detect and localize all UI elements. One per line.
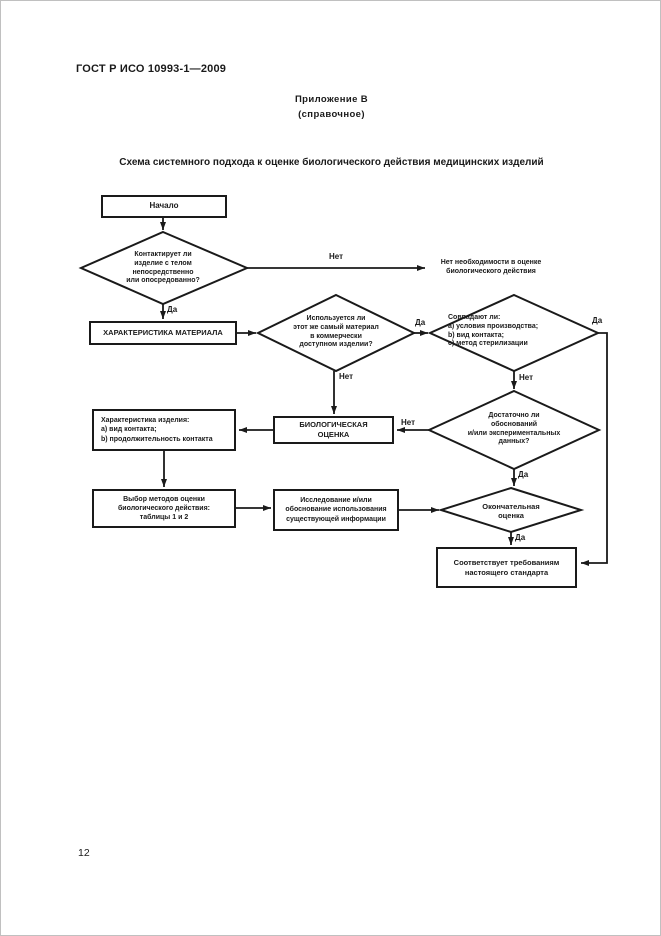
edge-label-enough-yes: Да [518, 470, 529, 479]
node-complies-standard: Соответствует требованиям настоящего ста… [436, 547, 577, 588]
text-no-evaluation-needed: Нет необходимости в оценке биологическог… [440, 259, 542, 276]
annex-note: (справочное) [298, 109, 365, 120]
standard-designation: ГОСТ Р ИСО 10993-1—2009 [76, 63, 227, 75]
page-number: 12 [78, 847, 90, 859]
connector-lines [160, 218, 608, 566]
decision-same-material-question: Используется ли этот же самый материал в… [293, 315, 379, 349]
decision-final-assessment: Окончательная оценка [482, 502, 540, 521]
decision-match-question: Совпадают ли: a) условия производства; b… [448, 314, 539, 348]
node-select-methods: Выбор методов оценки биологического дейс… [92, 489, 236, 528]
edge-label-contact-yes: Да [167, 305, 178, 314]
edge-label-enough-no: Нет [401, 418, 416, 427]
edge-label-match-no: Нет [519, 373, 534, 382]
figure-title: Схема системного подхода к оценке биолог… [119, 157, 544, 168]
node-device-characteristics: Характеристика изделия: a) вид контакта;… [92, 409, 236, 451]
edge-label-same-material-no: Нет [339, 372, 354, 381]
decision-shape-same-material [255, 293, 417, 373]
node-research-justification: Исследование и/или обоснование использов… [273, 489, 399, 531]
node-start: Начало [101, 195, 227, 218]
decision-enough-data-question: Достаточно ли обоснований и/или эксперим… [467, 412, 561, 446]
edge-label-final-yes: Да [515, 533, 526, 542]
decision-contact-question: Контактирует ли изделие с телом непосред… [126, 251, 200, 285]
edge-label-match-yes: Да [592, 316, 603, 325]
node-biological-evaluation: БИОЛОГИЧЕСКАЯ ОЦЕНКА [273, 416, 394, 444]
node-material-characterization: ХАРАКТЕРИСТИКА МАТЕРИАЛА [89, 321, 237, 345]
edge-label-same-material-yes: Да [415, 318, 426, 327]
decision-shapes [78, 230, 602, 534]
edge-match-yes [581, 332, 608, 566]
annex-title: Приложение В [294, 94, 369, 105]
edge-label-contact-no: Нет [329, 252, 344, 261]
